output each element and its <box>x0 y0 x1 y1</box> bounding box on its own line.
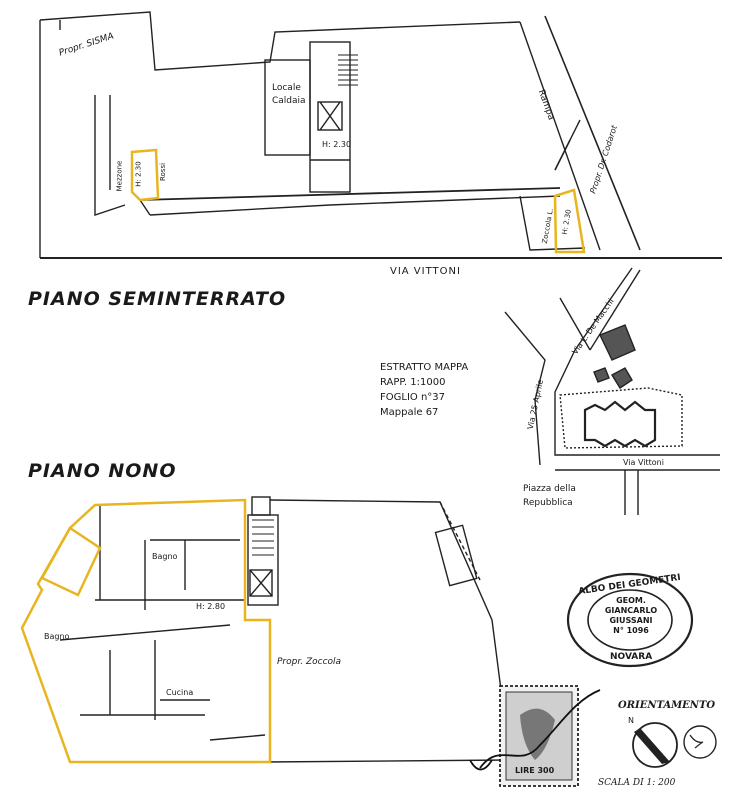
basement-plan <box>39 11 722 259</box>
apartment-outline <box>20 498 272 764</box>
signature <box>469 689 601 771</box>
map-extract <box>504 267 720 515</box>
surveyor-stamp <box>566 572 694 668</box>
basement-cellar-highlights <box>130 148 586 254</box>
ninth-floor-plan <box>59 496 511 763</box>
revenue-stamp <box>499 685 579 787</box>
compass-icon <box>632 722 717 768</box>
